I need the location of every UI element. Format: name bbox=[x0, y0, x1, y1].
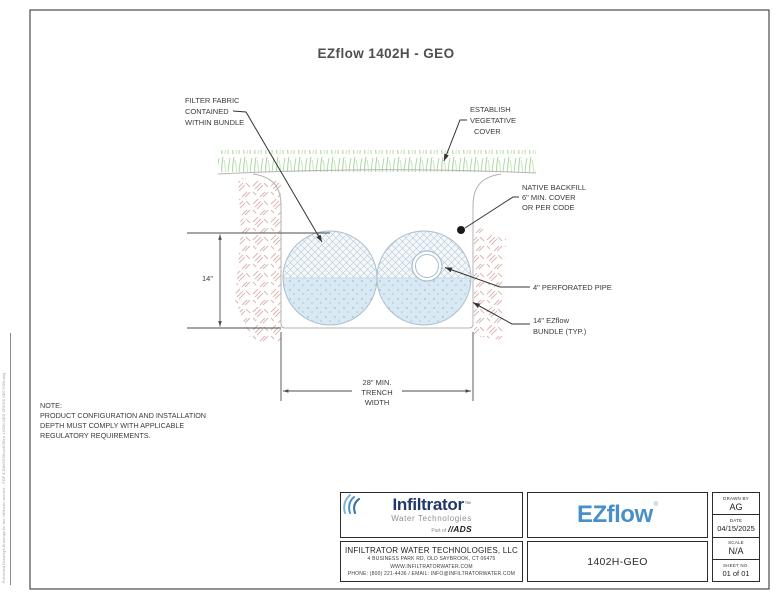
meta-drawn-by: DRAWN BY AG bbox=[713, 493, 759, 516]
company-website: WWW.INFILTRATORWATER.COM bbox=[390, 563, 473, 570]
titleblock-number-cell: 1402H-GEO bbox=[527, 541, 708, 582]
infiltrator-waves-icon bbox=[343, 494, 360, 514]
svg-text:28" MIN.: 28" MIN. bbox=[363, 378, 392, 387]
note-block: NOTE: PRODUCT CONFIGURATION AND INSTALLA… bbox=[40, 401, 206, 441]
note-heading: NOTE: bbox=[40, 401, 62, 410]
note-line: REGULATORY REQUIREMENTS. bbox=[40, 431, 151, 440]
company-phone-email: PHONE: (800) 221-4436 / EMAIL: INFO@INFI… bbox=[347, 571, 516, 578]
svg-text:WIDTH: WIDTH bbox=[365, 398, 390, 407]
registered-symbol: ® bbox=[653, 502, 659, 508]
drawing-number: 1402H-GEO bbox=[587, 555, 648, 568]
svg-text:ESTABLISH: ESTABLISH bbox=[470, 105, 511, 114]
ground-line bbox=[217, 169, 537, 175]
trademark-symbol: TM bbox=[464, 500, 471, 505]
company-name: INFILTRATOR WATER TECHNOLOGIES, LLC bbox=[344, 545, 519, 555]
sheet-border bbox=[29, 9, 770, 590]
callout-ezflow-bundle: 14" EZflow BUNDLE (TYP.) bbox=[533, 316, 587, 336]
svg-text:COVER: COVER bbox=[474, 127, 501, 136]
trench-width-label: 28" MIN. TRENCH WIDTH bbox=[361, 378, 392, 407]
svg-text:VEGETATIVE: VEGETATIVE bbox=[470, 116, 516, 125]
depth-dimension-label: 14" bbox=[202, 274, 213, 283]
callout-vegetative-cover: ESTABLISH VEGETATIVE COVER bbox=[470, 105, 516, 136]
trench-outline bbox=[252, 173, 502, 329]
perforated-pipe bbox=[411, 250, 443, 282]
infiltrator-wordmark: Infiltrator bbox=[392, 495, 464, 514]
svg-text:BUNDLE (TYP.): BUNDLE (TYP.) bbox=[533, 327, 587, 336]
trench-width-dimension bbox=[280, 332, 474, 401]
ezflow-bundle-left bbox=[282, 230, 378, 326]
svg-text:OR PER CODE: OR PER CODE bbox=[522, 203, 575, 212]
page-title: EZflow 1402H - GEO bbox=[318, 46, 455, 61]
titleblock-company-cell: INFILTRATOR WATER TECHNOLOGIES, LLC 4 BU… bbox=[340, 541, 523, 582]
titleblock-logo-cell: Infiltrator TM Water Technologies Part o… bbox=[340, 492, 523, 538]
ads-logo: //ADS bbox=[448, 524, 472, 534]
svg-text:TRENCH: TRENCH bbox=[361, 388, 392, 397]
callout-perforated-pipe: 4" PERFORATED PIPE bbox=[533, 283, 612, 292]
svg-text:CONTAINED: CONTAINED bbox=[185, 107, 229, 116]
company-address: 4 BUSINESS PARK RD, OLD SAYBROOK, CT 064… bbox=[367, 556, 496, 563]
meta-scale: SCALE N/A bbox=[713, 538, 759, 560]
backfill-reference-dot bbox=[457, 226, 465, 234]
meta-sheet-no: SHEET NO. 01 of 01 bbox=[722, 562, 750, 578]
svg-text:WITHIN BUNDLE: WITHIN BUNDLE bbox=[185, 118, 244, 127]
titleblock-meta-cell: DRAWN BY AG DATE 04/15/2025 SCALE N/A SH… bbox=[712, 492, 760, 582]
svg-text:NATIVE BACKFILL: NATIVE BACKFILL bbox=[522, 183, 586, 192]
note-line: PRODUCT CONFIGURATION AND INSTALLATION bbox=[40, 411, 206, 420]
infiltrator-logo: Infiltrator TM Water Technologies Part o… bbox=[343, 494, 472, 534]
svg-text:FILTER FABRIC: FILTER FABRIC bbox=[185, 96, 240, 105]
infiltrator-subtitle: Water Technologies bbox=[391, 514, 472, 523]
grass-cover bbox=[218, 150, 536, 172]
svg-text:14" EZflow: 14" EZflow bbox=[533, 316, 570, 325]
svg-text:6" MIN. COVER: 6" MIN. COVER bbox=[522, 193, 576, 202]
titleblock-brand-cell: EZflow ® bbox=[527, 492, 708, 538]
note-line: DEPTH MUST COMPLY WITH APPLICABLE bbox=[40, 421, 185, 430]
ezflow-logo: EZflow bbox=[576, 501, 653, 528]
depth-dimension bbox=[187, 232, 330, 329]
leader-lines bbox=[232, 110, 530, 325]
margin-rule bbox=[10, 333, 11, 585]
callout-native-backfill: NATIVE BACKFILL 6" MIN. COVER OR PER COD… bbox=[522, 183, 586, 212]
part-of-label: Part of bbox=[431, 528, 447, 534]
callout-filter-fabric: FILTER FABRIC CONTAINED WITHIN BUNDLE bbox=[185, 96, 244, 127]
meta-date: DATE 04/15/2025 bbox=[713, 515, 759, 538]
